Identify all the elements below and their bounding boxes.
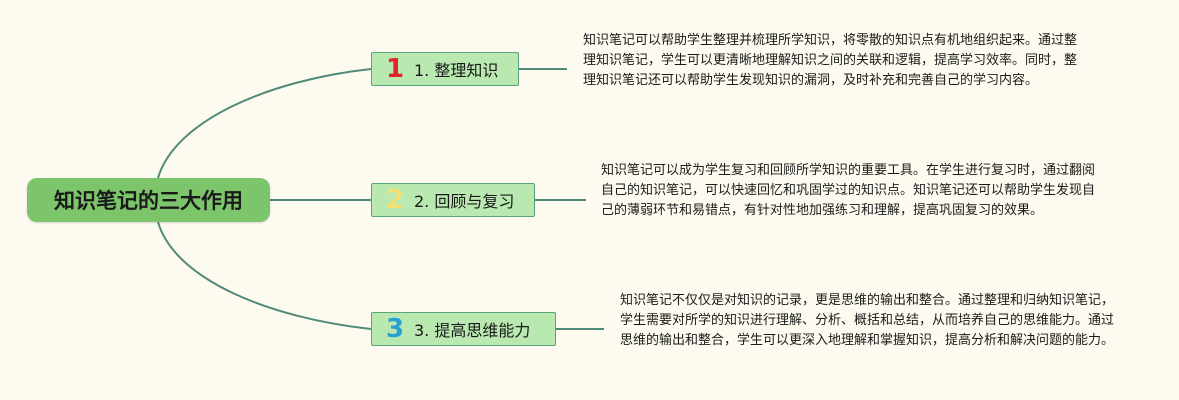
- branch-description-1: 知识笔记可以帮助学生整理并梳理所学知识，将零散的知识点有机地组织起来。通过整理知…: [583, 33, 1078, 88]
- number-2-icon: 2: [386, 185, 405, 215]
- branch-description-3: 知识笔记不仅仅是对知识的记录，更是思维的输出和整合。通过整理和归纳知识笔记，学生…: [620, 293, 1115, 348]
- branch-node-3[interactable]: 3 3. 提高思维能力: [371, 312, 556, 346]
- root-title: 知识笔记的三大作用: [54, 189, 243, 213]
- connector-root-to-branch-1: [157, 68, 372, 179]
- branch-label: 1. 整理知识: [414, 61, 499, 80]
- branch-description-2: 知识笔记可以成为学生复习和回顾所学知识的重要工具。在学生进行复习时，通过翻阅自己…: [601, 163, 1096, 218]
- root-topic[interactable]: 知识笔记的三大作用: [27, 178, 270, 222]
- branch-node-1[interactable]: 1 1. 整理知识: [371, 52, 519, 86]
- number-3-icon: 3: [386, 314, 405, 344]
- branch-label: 2. 回顾与复习: [414, 192, 515, 211]
- branch-node-2[interactable]: 2 2. 回顾与复习: [371, 183, 535, 217]
- branch-label: 3. 提高思维能力: [414, 321, 531, 340]
- connector-root-to-branch-3: [157, 221, 372, 330]
- number-1-icon: 1: [386, 54, 405, 84]
